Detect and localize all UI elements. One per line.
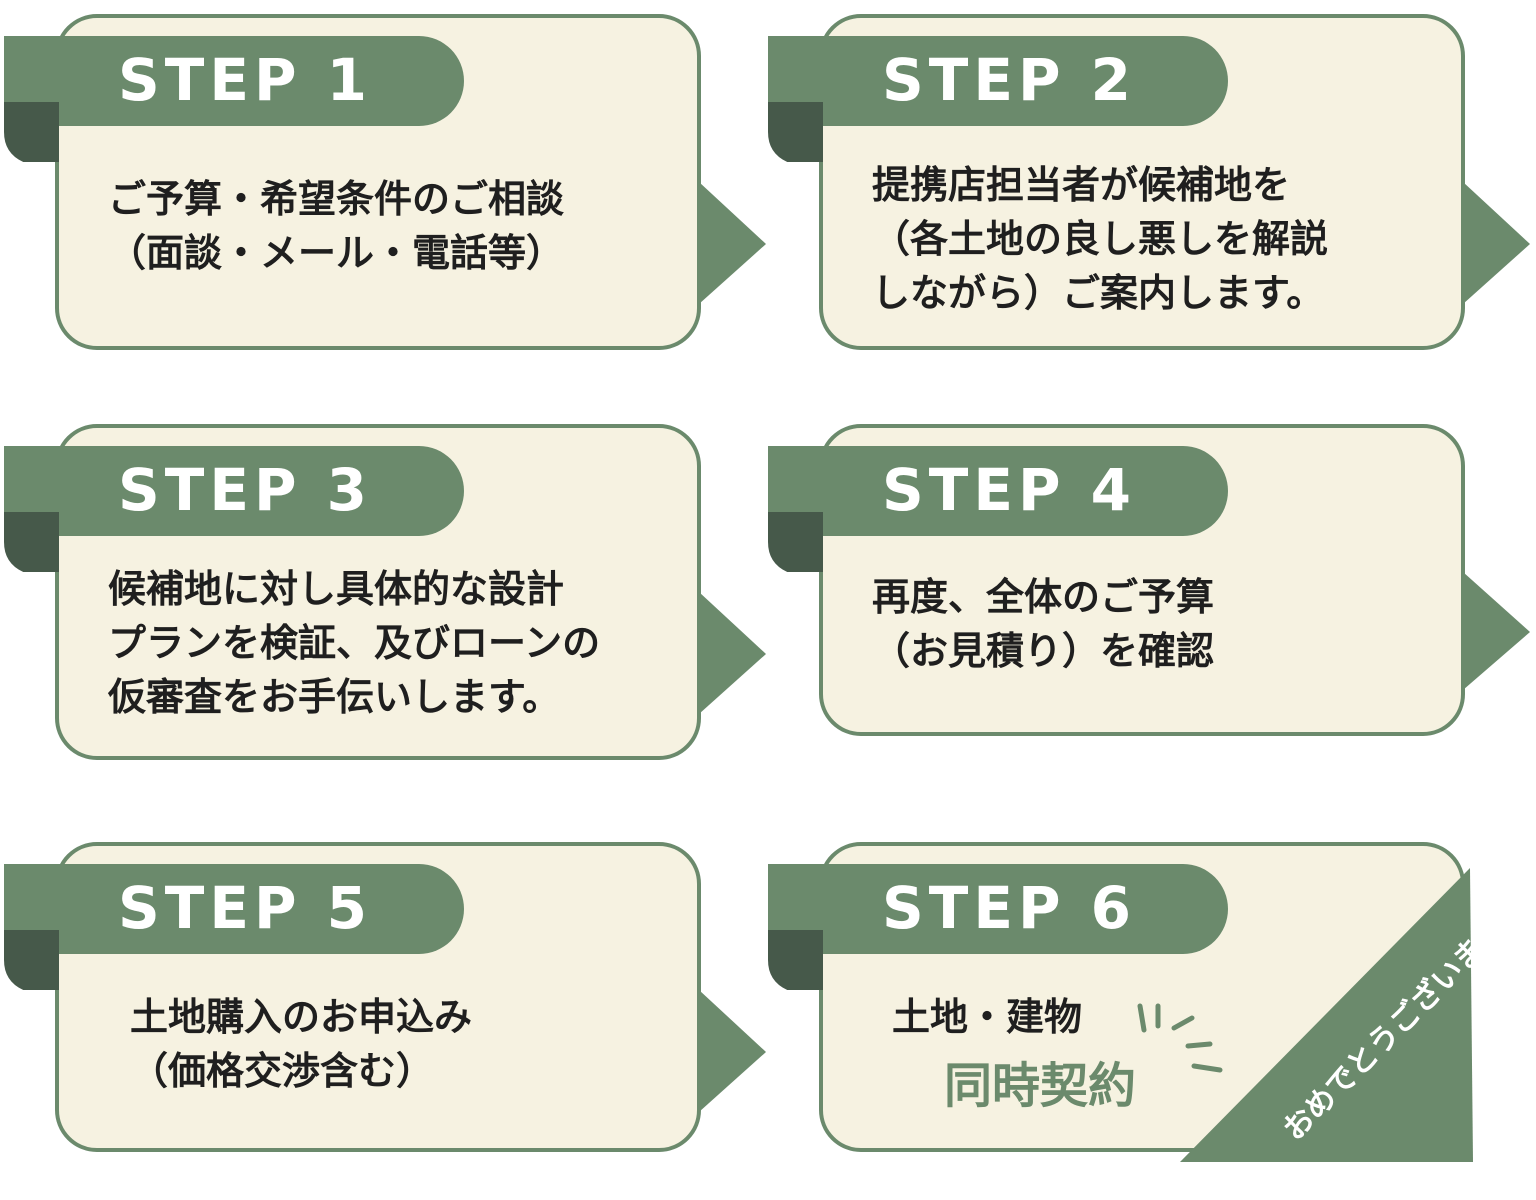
step-ribbon: [4, 446, 464, 536]
emphasis-marks: [1137, 1003, 1223, 1073]
step-title: STEP 6: [882, 874, 1137, 942]
ribbon-fold: [4, 512, 59, 572]
ribbon-fold: [768, 930, 823, 990]
step-description: 提携店担当者が候補地を （各土地の良し悪しを解説 しながら）ご案内します。: [872, 163, 1329, 315]
step-description: 土地購入のお申込み （価格交渉含む）: [130, 995, 473, 1093]
step-3-card: STEP 3 候補地に対し具体的な設計 プランを検証、及びローンの 仮審査をお手…: [4, 422, 784, 782]
step-5-card: STEP 5 土地購入のお申込み （価格交渉含む）: [4, 840, 784, 1200]
step-title: STEP 1: [118, 46, 373, 114]
step-1-card: STEP 1 ご予算・希望条件のご相談 （面談・メール・電話等）: [4, 12, 784, 372]
step-ribbon: [4, 864, 464, 954]
step-description: 候補地に対し具体的な設計 プランを検証、及びローンの 仮審査をお手伝いします。: [108, 567, 601, 719]
step-title: STEP 4: [882, 456, 1137, 524]
ribbon-fold: [4, 102, 59, 162]
simultaneous-contract-label: 同時契約: [944, 1058, 1137, 1114]
step-ribbon: [768, 446, 1228, 536]
step-description: ご予算・希望条件のご相談 （面談・メール・電話等）: [108, 177, 565, 275]
step-description: 再度、全体のご予算 （お見積り）を確認: [872, 575, 1215, 673]
step-ribbon: [4, 36, 464, 126]
ribbon-fold: [768, 102, 823, 162]
step-4-card: STEP 4 再度、全体のご予算 （お見積り）を確認: [768, 422, 1536, 782]
step-2-card: STEP 2 提携店担当者が候補地を （各土地の良し悪しを解説 しながら）ご案内…: [768, 12, 1536, 372]
step-6-card: STEP 6 土地・建物 同時契約 おめでとうございます！: [768, 840, 1535, 1170]
step-ribbon: [768, 36, 1228, 126]
step-ribbon: [768, 864, 1228, 954]
step-title: STEP 5: [118, 874, 373, 942]
ribbon-fold: [768, 512, 823, 572]
step-title: STEP 3: [118, 456, 373, 524]
step-title: STEP 2: [882, 46, 1137, 114]
ribbon-fold: [4, 930, 59, 990]
step-description: 土地・建物: [892, 995, 1083, 1039]
